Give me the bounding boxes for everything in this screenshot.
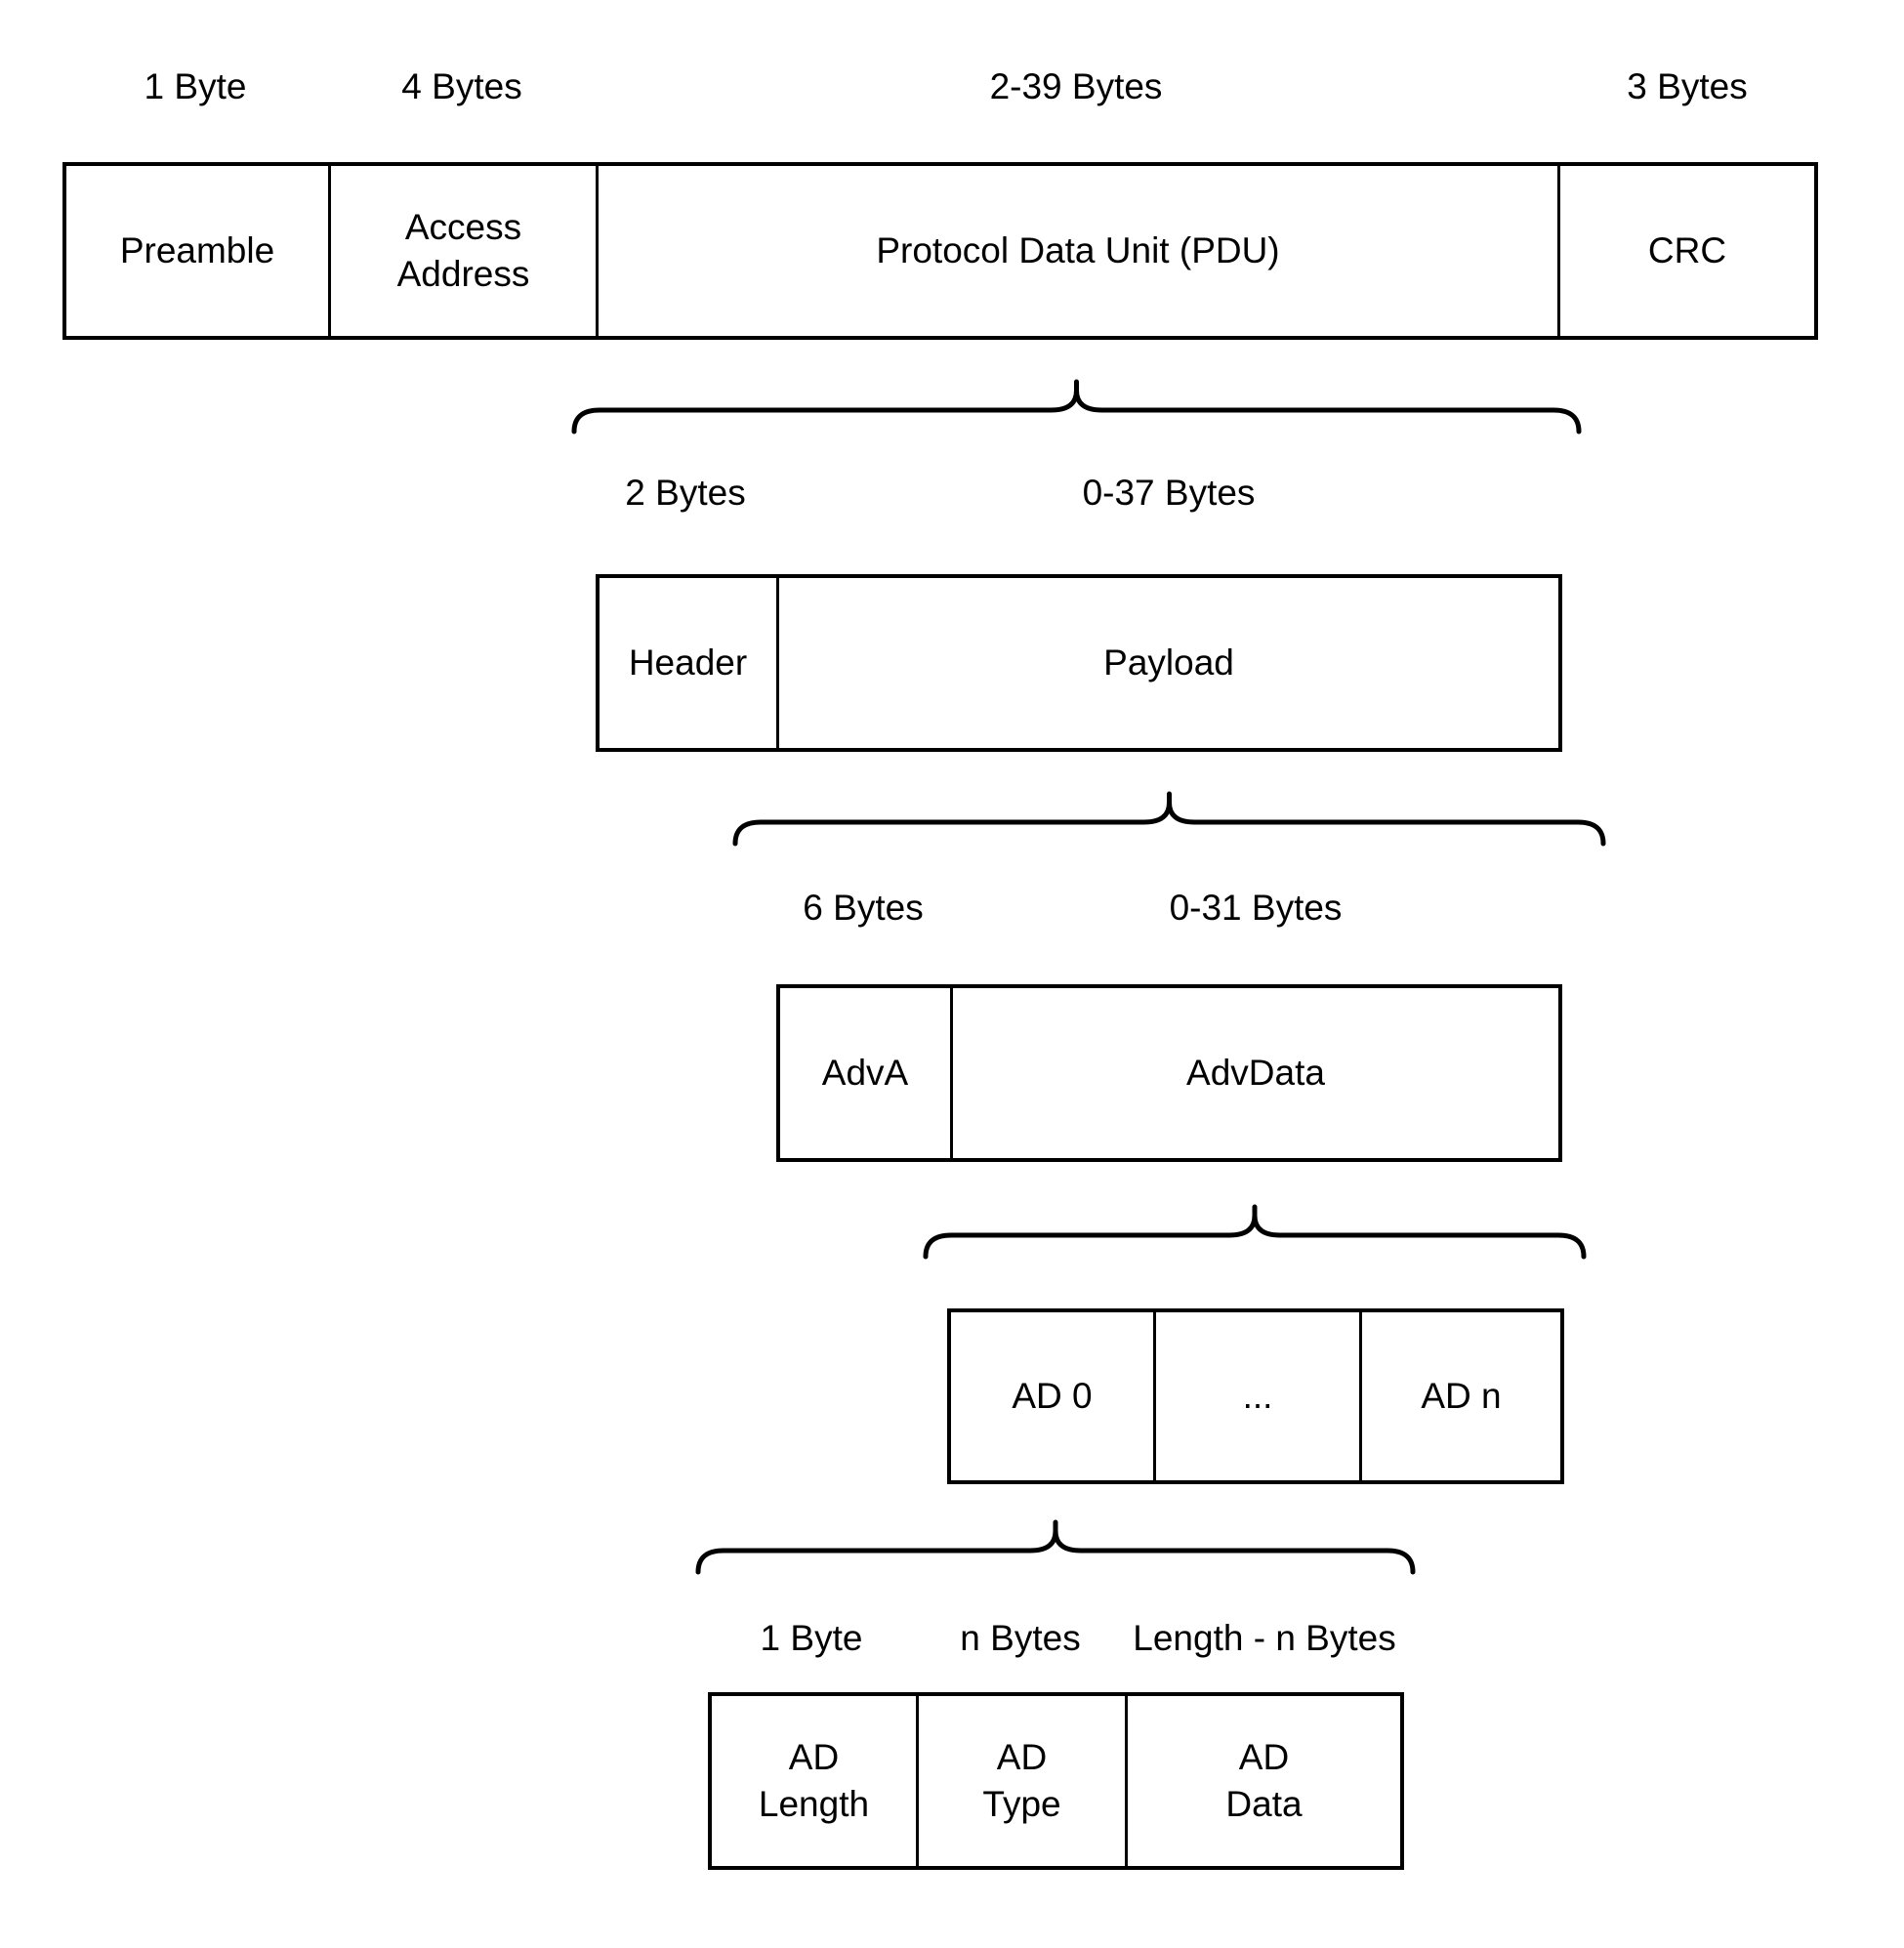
field-adva: AdvA <box>780 988 950 1158</box>
field-pdu: Protocol Data Unit (PDU) <box>596 166 1557 336</box>
advdata-expansion-brace <box>923 1204 1587 1260</box>
field-ad-type-label: AD Type <box>982 1737 1061 1824</box>
size-label-crc: 3 Bytes <box>1627 66 1748 106</box>
field-adn: AD n <box>1359 1312 1560 1480</box>
size-label-preamble: 1 Byte <box>144 66 247 106</box>
size-label-payload: 0-37 Bytes <box>1082 473 1256 513</box>
size-label-adva: 6 Bytes <box>803 888 924 928</box>
size-label-ad-length: 1 Byte <box>760 1618 863 1658</box>
ad-structure-row: AD Length AD Type AD Data <box>708 1692 1404 1870</box>
field-crc-label: CRC <box>1647 230 1727 270</box>
field-ad-type: AD Type <box>916 1696 1125 1866</box>
field-access-address-label: Access Address <box>396 207 530 294</box>
field-adva-label: AdvA <box>821 1053 909 1093</box>
field-header: Header <box>600 578 776 748</box>
field-ad-ellipsis-label: ... <box>1242 1376 1273 1416</box>
field-ad-data: AD Data <box>1125 1696 1400 1866</box>
field-preamble: Preamble <box>66 166 328 336</box>
size-label-ad-type: n Bytes <box>960 1618 1081 1658</box>
field-crc: CRC <box>1557 166 1814 336</box>
field-ad-length-label: AD Length <box>758 1737 870 1824</box>
field-payload: Payload <box>776 578 1558 748</box>
field-ad0-label: AD 0 <box>1012 1376 1093 1416</box>
field-adn-label: AD n <box>1421 1376 1502 1416</box>
size-label-ad-data: Length - n Bytes <box>1133 1618 1396 1658</box>
advdata-row: AD 0 ... AD n <box>947 1308 1564 1484</box>
pdu-expansion-brace <box>571 379 1582 435</box>
field-ad-data-label: AD Data <box>1225 1737 1303 1824</box>
field-payload-label: Payload <box>1103 642 1234 683</box>
payload-row: AdvA AdvData <box>776 984 1562 1162</box>
size-label-header: 2 Bytes <box>625 473 746 513</box>
field-ad-ellipsis: ... <box>1153 1312 1359 1480</box>
field-ad-length: AD Length <box>712 1696 916 1866</box>
field-advdata-label: AdvData <box>1186 1053 1325 1093</box>
packet-row: Preamble Access Address Protocol Data Un… <box>62 162 1818 340</box>
field-header-label: Header <box>628 642 748 683</box>
size-label-advdata: 0-31 Bytes <box>1169 888 1343 928</box>
size-label-access-address: 4 Bytes <box>401 66 522 106</box>
size-label-pdu: 2-39 Bytes <box>989 66 1163 106</box>
field-advdata: AdvData <box>950 988 1558 1158</box>
pdu-row: Header Payload <box>596 574 1562 752</box>
ad0-expansion-brace <box>695 1519 1416 1575</box>
field-pdu-label: Protocol Data Unit (PDU) <box>876 230 1280 270</box>
payload-expansion-brace <box>732 791 1606 847</box>
field-access-address: Access Address <box>328 166 596 336</box>
field-preamble-label: Preamble <box>119 230 275 270</box>
field-ad0: AD 0 <box>951 1312 1153 1480</box>
